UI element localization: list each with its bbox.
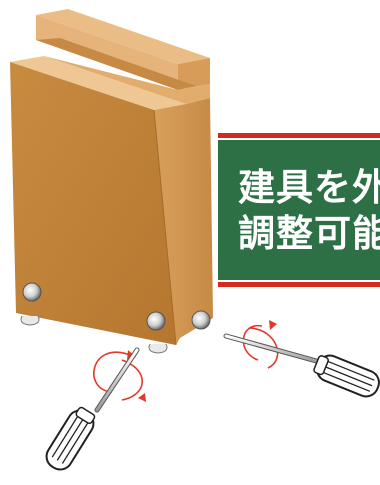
screwdriver-icon (223, 333, 380, 398)
banner-line-2: 調整可能 (238, 212, 380, 255)
adjuster-hole-icon (20, 282, 211, 354)
wood-block (10, 9, 213, 346)
screwdriver-icon (45, 347, 140, 471)
title-banner (218, 133, 380, 287)
banner-line-1: 建具を外 (238, 166, 380, 209)
